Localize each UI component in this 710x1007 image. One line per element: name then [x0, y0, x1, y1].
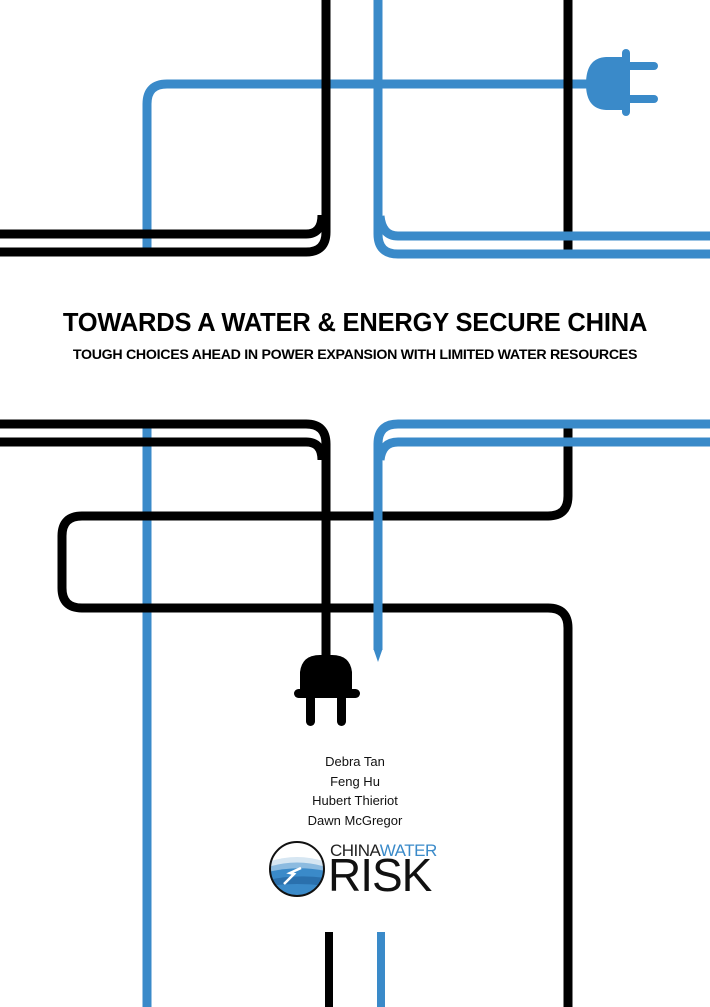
black-cable-bottom-center-branch — [0, 437, 327, 461]
blue-cable-top-center-branch — [375, 215, 710, 241]
author-name: Debra Tan — [325, 754, 385, 769]
logo-wordmark-top: CHINAWATER — [330, 842, 437, 859]
document-subtitle: TOUGH CHOICES AHEAD IN POWER EXPANSION W… — [72, 347, 638, 363]
black-cable-top-center-branch — [0, 214, 327, 239]
author-name: Dawn McGregor — [307, 812, 403, 828]
black-cable-top-center — [0, 0, 331, 257]
blue-cable-top-center — [373, 0, 710, 259]
black-cable-bottom-center — [0, 419, 331, 660]
black-cable-bottom-loop — [57, 424, 573, 1007]
black-plug-icon — [294, 655, 360, 726]
logo-word-risk: RISK — [328, 849, 432, 901]
china-water-risk-logo: CHINAWATER RISK — [268, 840, 448, 898]
document-title: TOWARDS A WATER & ENERGY SECURE CHINA — [62, 309, 648, 337]
water-globe-icon — [269, 841, 325, 897]
author-list: Debra Tan Feng Hu Hubert Thieriot Dawn M… — [0, 752, 710, 830]
blue-cable-tip — [373, 649, 383, 662]
blue-plug-icon — [586, 49, 658, 116]
logo-word-water: WATER — [379, 841, 438, 860]
blue-cable-bottom-center — [373, 419, 710, 650]
blue-cable-bottom-center-branch — [375, 437, 710, 461]
author-name: Feng Hu — [330, 773, 380, 789]
author-name: Hubert Thieriot — [312, 793, 398, 808]
logo-word-china: CHINA — [330, 841, 380, 860]
blue-cable-top-loop — [142, 79, 600, 255]
